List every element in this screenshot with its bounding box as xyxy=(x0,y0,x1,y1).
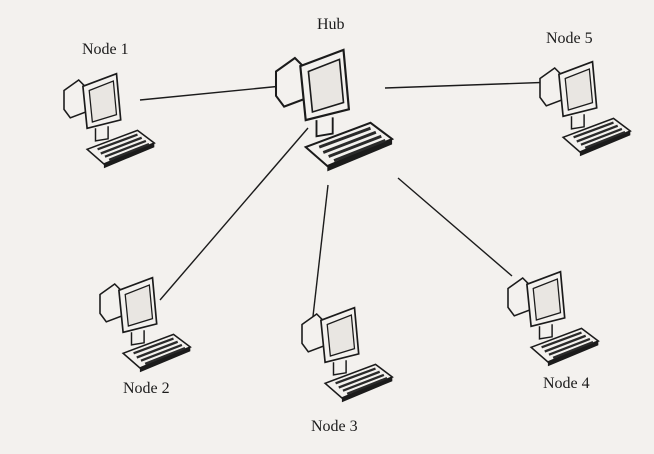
node-5-label: Node 5 xyxy=(546,30,593,47)
node-2-label: Node 2 xyxy=(123,380,170,397)
node-2-computer-icon xyxy=(98,276,192,374)
node-3-computer-icon xyxy=(300,306,394,404)
link-hub-node-2 xyxy=(159,127,309,301)
node-1-label: Node 1 xyxy=(82,41,129,58)
node-1-computer-icon xyxy=(62,72,156,170)
hub-label: Hub xyxy=(317,16,345,33)
node-4-label: Node 4 xyxy=(543,375,590,392)
link-hub-node-1 xyxy=(139,85,283,101)
link-hub-node-5 xyxy=(384,81,556,89)
connections xyxy=(139,81,556,326)
link-hub-node-4 xyxy=(397,177,513,277)
node-4-computer-icon xyxy=(506,270,600,368)
node-3-label: Node 3 xyxy=(311,418,358,435)
hub-computer-icon xyxy=(274,48,394,173)
link-hub-node-3 xyxy=(311,184,329,326)
node-5-computer-icon xyxy=(538,60,632,158)
